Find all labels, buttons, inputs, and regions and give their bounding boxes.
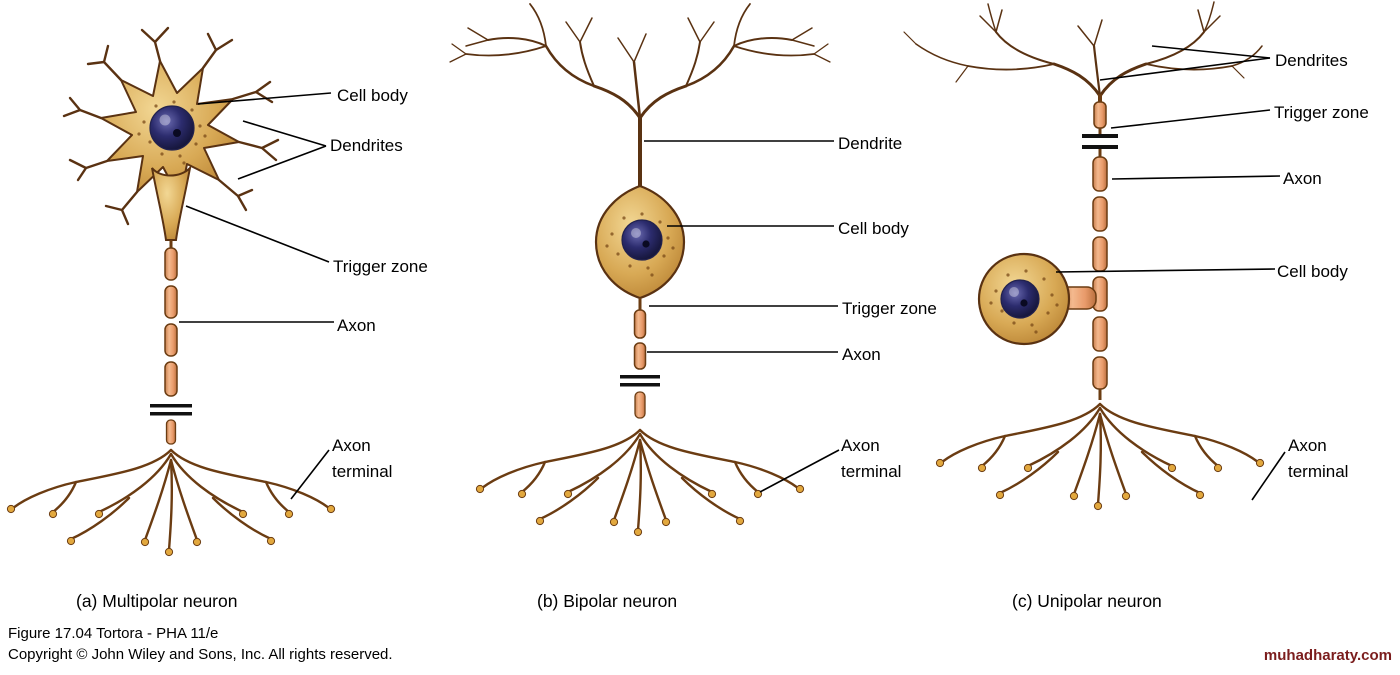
label-c-axon: Axon (1283, 169, 1322, 188)
copyright-line: Copyright © John Wiley and Sons, Inc. Al… (8, 646, 393, 663)
leader-c-trigger-zone (1110, 109, 1271, 129)
leader-lines (179, 45, 1286, 501)
label-a-cell-body: Cell body (337, 86, 408, 105)
leader-a-dendrites-lower (237, 145, 327, 180)
leader-c-cell-body (1055, 268, 1276, 273)
label-c-trigger-zone: Trigger zone (1274, 103, 1369, 122)
caption-bipolar: (b) Bipolar neuron (537, 591, 678, 611)
label-b-axon-terminal: Axon terminal (841, 436, 902, 481)
label-a-axon-terminal: Axon terminal (332, 436, 393, 481)
neuron-bipolar (449, 3, 831, 537)
leader-a-axon-terminal (290, 449, 330, 500)
label-c-cell-body: Cell body (1277, 262, 1348, 281)
caption-multipolar: (a) Multipolar neuron (76, 591, 238, 611)
caption-unipolar: (c) Unipolar neuron (1012, 591, 1162, 611)
leader-a-trigger-zone (185, 205, 330, 263)
figure-number-line: Figure 17.04 Tortora - PHA 11/e (8, 625, 219, 642)
label-c-dendrites: Dendrites (1275, 51, 1348, 70)
leader-c-axon (1111, 175, 1281, 180)
label-a-dendrites: Dendrites (330, 136, 403, 155)
leader-c-dendrites-upper (1151, 45, 1271, 59)
leader-c-axon-terminal (1251, 451, 1286, 501)
leader-a-dendrites-upper (242, 120, 327, 147)
label-b-axon: Axon (842, 345, 881, 364)
neuron-unipolar (903, 1, 1265, 511)
label-b-dendrite: Dendrite (838, 134, 903, 153)
leader-c-dendrites-lower (1099, 57, 1271, 81)
watermark-link[interactable]: muhadharaty.com (1263, 647, 1392, 664)
leader-b-axon-terminal (759, 449, 840, 493)
label-a-trigger-zone: Trigger zone (333, 257, 428, 276)
neuron-multipolar (6, 26, 336, 557)
label-b-cell-body: Cell body (838, 219, 909, 238)
label-b-trigger-zone: Trigger zone (842, 299, 937, 318)
label-a-axon: Axon (337, 316, 376, 335)
label-c-axon-terminal: Axon terminal (1288, 436, 1349, 481)
leader-a-cell-body (197, 92, 332, 105)
